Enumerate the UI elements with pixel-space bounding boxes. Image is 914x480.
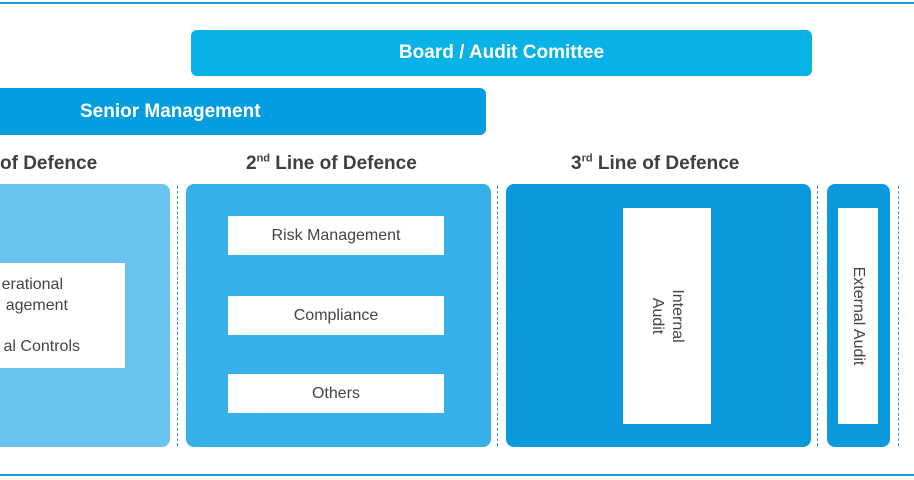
- board-audit-committee-label: Board / Audit Comittee: [398, 42, 605, 63]
- external-audit-label: External Audit: [850, 266, 867, 366]
- senior-management-label: Senior Management: [80, 100, 261, 122]
- divider-3: [817, 186, 818, 446]
- risk-management-box: Risk Management: [228, 216, 444, 255]
- first-line-controls-box: erational agement al Controls: [0, 263, 125, 368]
- internal-audit-label: Internal Audit: [649, 289, 686, 343]
- first-line-box-text-2: agement: [5, 297, 68, 314]
- first-line-heading: of Defence: [0, 153, 98, 174]
- divider-4: [898, 186, 899, 446]
- board-audit-committee-bar: Board / Audit Comittee: [191, 30, 812, 76]
- divider-2: [497, 186, 498, 446]
- first-line-box-text-1: erational: [1, 276, 63, 293]
- third-line-heading: 3rd Line of Defence: [571, 152, 740, 174]
- first-line-box-text-3: al Controls: [3, 338, 80, 355]
- compliance-box: Compliance: [228, 296, 444, 335]
- second-line-heading: 2nd Line of Defence: [246, 152, 417, 174]
- others-box: Others: [228, 374, 444, 413]
- internal-audit-box: Internal Audit: [623, 208, 711, 424]
- top-rule: [0, 2, 914, 4]
- bottom-rule: [0, 474, 914, 476]
- divider-1: [177, 186, 178, 446]
- external-audit-box: External Audit: [838, 208, 878, 424]
- senior-management-bar: Senior Management: [0, 88, 486, 135]
